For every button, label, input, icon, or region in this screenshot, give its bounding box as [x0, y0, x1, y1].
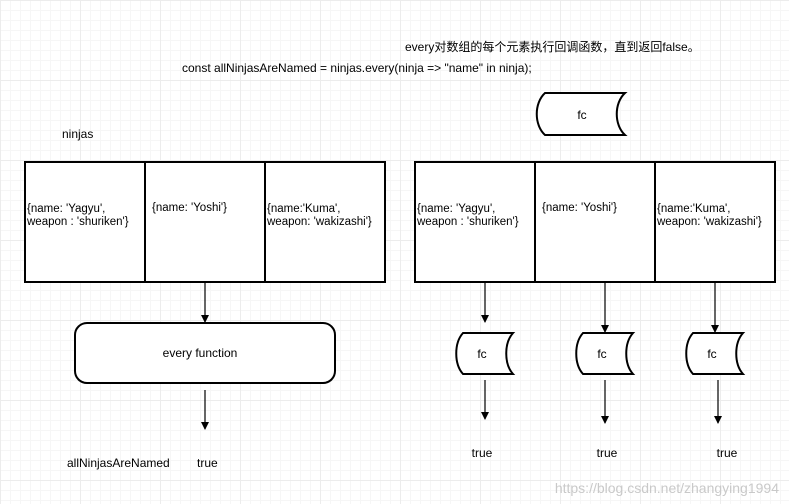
every-function-label: every function	[162, 346, 238, 360]
output-true-2: true	[596, 446, 618, 460]
output-true-1: true	[471, 446, 493, 460]
right-cell-2	[534, 161, 656, 283]
fc-top-label: fc	[577, 108, 587, 122]
left-cell-2	[144, 161, 266, 283]
code-line: const allNinjasAreNamed = ninjas.every(n…	[182, 61, 532, 75]
fc-label-2: fc	[597, 347, 607, 361]
fc-shape-1	[455, 332, 516, 375]
fc-shape-3	[685, 332, 746, 375]
result-name: allNinjasAreNamed	[67, 456, 170, 470]
fc-label-3: fc	[707, 347, 717, 361]
right-cell-3-text: {name:'Kuma', weapon: 'wakizashi'}	[657, 203, 762, 228]
result-value: true	[197, 456, 218, 470]
output-true-3: true	[716, 446, 738, 460]
right-cell-3	[654, 161, 776, 283]
right-cell-2-text: {name: 'Yoshi'}	[542, 202, 617, 214]
array-label: ninjas	[62, 127, 94, 141]
arrows	[201, 283, 722, 430]
left-cell-1-text: {name: 'Yagyu', weapon : 'shuriken'}	[27, 203, 129, 228]
every-function-box	[74, 322, 336, 384]
left-cell-3	[264, 161, 386, 283]
fc-label-1: fc	[477, 347, 487, 361]
left-cell-1	[24, 161, 146, 283]
note-text: every对数组的每个元素执行回调函数，直到返回false。	[405, 40, 700, 54]
right-array	[414, 161, 776, 283]
watermark: https://blog.csdn.net/zhangying1994	[554, 480, 779, 496]
left-cell-3-text: {name:'Kuma', weapon: 'wakizashi'}	[267, 203, 372, 228]
fc-top-shape	[535, 92, 628, 136]
left-cell-2-text: {name: 'Yoshi'}	[152, 202, 227, 214]
fc-shape-2	[575, 332, 636, 375]
right-cell-1-text: {name: 'Yagyu', weapon : 'shuriken'}	[417, 203, 519, 228]
left-array	[24, 161, 386, 283]
